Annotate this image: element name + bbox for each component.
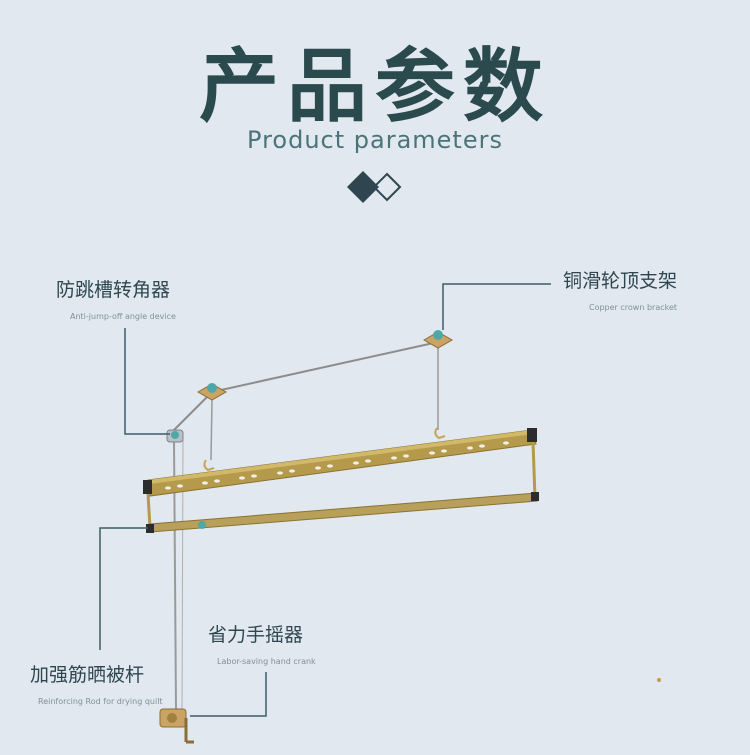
label-anti-jump-cn: 防跳槽转角器 [56, 279, 171, 301]
label-hand-crank-en: Labor-saving hand crank [217, 657, 316, 666]
right-hook [434, 427, 446, 440]
leader-anti-jump [124, 328, 170, 435]
rod-end-cap-left [143, 480, 152, 494]
hand-crank-device [159, 708, 194, 744]
label-reinforcing-rod-en: Reinforcing Rod for drying quilt [38, 697, 163, 706]
left-hook [203, 459, 215, 472]
leader-lines [99, 283, 551, 717]
label-reinforcing-rod: 加强筋晒被杆 Reinforcing Rod for drying quilt [30, 660, 163, 706]
page-subtitle: Product parameters [247, 126, 503, 154]
copper-crown-bracket-right [422, 330, 454, 349]
label-hand-crank-cn: 省力手摇器 [208, 624, 304, 646]
leader-copper-crown [442, 283, 551, 330]
corner-cable [171, 391, 213, 433]
left-hang-cable [210, 399, 213, 461]
label-copper-crown-cn: 铜滑轮顶支架 [563, 270, 678, 292]
left-connector [146, 493, 152, 529]
label-anti-jump-en: Anti-jump-off angle device [70, 312, 176, 321]
label-hand-crank: 省力手摇器 Labor-saving hand crank [208, 620, 316, 666]
label-reinforcing-rod-cn: 加强筋晒被杆 [30, 664, 145, 686]
leader-hand-crank [190, 672, 267, 717]
rod-end-cap-right [527, 428, 537, 442]
label-copper-crown-bracket: 铜滑轮顶支架 Copper crown bracket [563, 266, 677, 312]
label-copper-crown-en: Copper crown bracket [589, 303, 678, 312]
reinforcing-rod [146, 492, 539, 533]
leader-reinforcing-rod [99, 527, 148, 650]
label-anti-jump-device: 防跳槽转角器 Anti-jump-off angle device [56, 275, 176, 321]
anti-jump-angle-device [166, 429, 184, 443]
stray-mark [657, 678, 661, 682]
right-connector [531, 441, 537, 499]
copper-crown-bracket-left [196, 383, 228, 401]
top-cable [211, 341, 439, 393]
diamond-divider-icon [347, 171, 402, 203]
main-drying-rod [143, 428, 537, 497]
page-title: 产品参数 [199, 40, 551, 133]
